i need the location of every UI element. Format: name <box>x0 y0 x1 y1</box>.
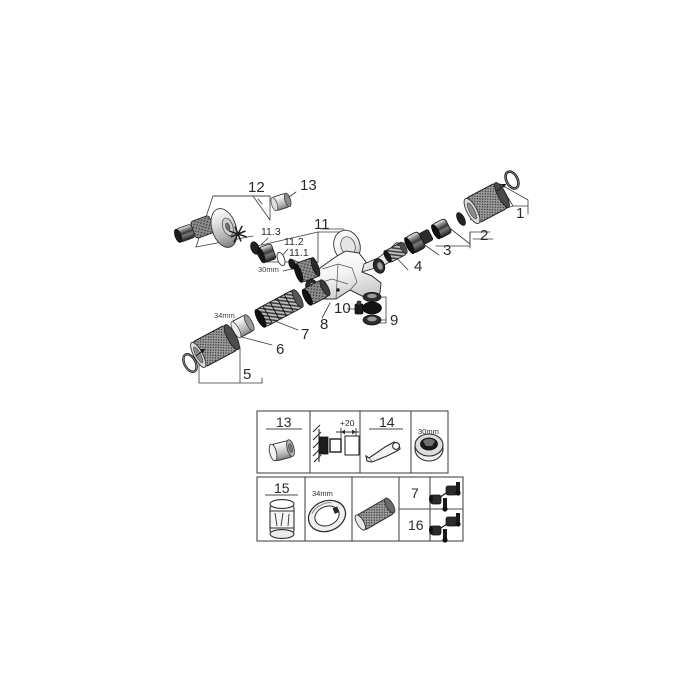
filter-cartridge-icon <box>354 497 396 531</box>
callout-11-2: 11.2 <box>284 236 304 248</box>
assembly-step-a-icon <box>429 482 461 512</box>
assembly-step-b-icon <box>429 513 461 543</box>
table-cell-label-7: 7 <box>411 485 419 501</box>
sleeve-part-icon <box>268 439 295 462</box>
check-valve-assembly-illustration <box>354 292 382 326</box>
dimension-30mm-cartridge: 30mm <box>258 265 279 274</box>
table-cell-label-14: 14 <box>379 414 395 430</box>
callout-3: 3 <box>443 242 452 259</box>
table-cell-label-30mm: 30mm <box>418 427 439 436</box>
cartridge-part-icon <box>269 499 295 539</box>
wrench-tool-icon <box>365 441 401 463</box>
callout-11-3: 11.3 <box>261 226 281 238</box>
hex-nut-icon <box>414 433 444 462</box>
callout-12: 12 <box>248 179 265 196</box>
callout-4: 4 <box>414 258 423 275</box>
callout-10: 10 <box>334 300 351 317</box>
table-cell-label-15: 15 <box>274 480 290 496</box>
table-cell-label-16: 16 <box>408 517 424 533</box>
callout-2: 2 <box>480 227 489 244</box>
table-cell-label-34mm: 34mm <box>312 489 333 498</box>
ring-nut-icon <box>307 499 347 533</box>
dimension-34mm-ringnut: 34mm <box>214 311 235 320</box>
callout-1: 1 <box>516 205 525 222</box>
wall-install-diagram-icon <box>312 424 360 463</box>
callout-7: 7 <box>301 326 310 343</box>
table-cell-label-plus20: +20 <box>340 418 355 428</box>
callout-8: 8 <box>320 316 329 333</box>
inlet-connector-assembly-illustration <box>383 170 520 263</box>
thermostatic-cartridge-assembly-illustration <box>182 279 331 373</box>
callout-6: 6 <box>276 341 285 358</box>
callout-11: 11 <box>314 216 330 233</box>
callout-11-1: 11.1 <box>289 247 309 259</box>
handle-assembly-illustration <box>174 192 321 283</box>
callout-5: 5 <box>243 366 252 383</box>
callout-13: 13 <box>300 177 317 194</box>
callout-9: 9 <box>390 312 399 329</box>
table-cell-label-13: 13 <box>276 414 292 430</box>
